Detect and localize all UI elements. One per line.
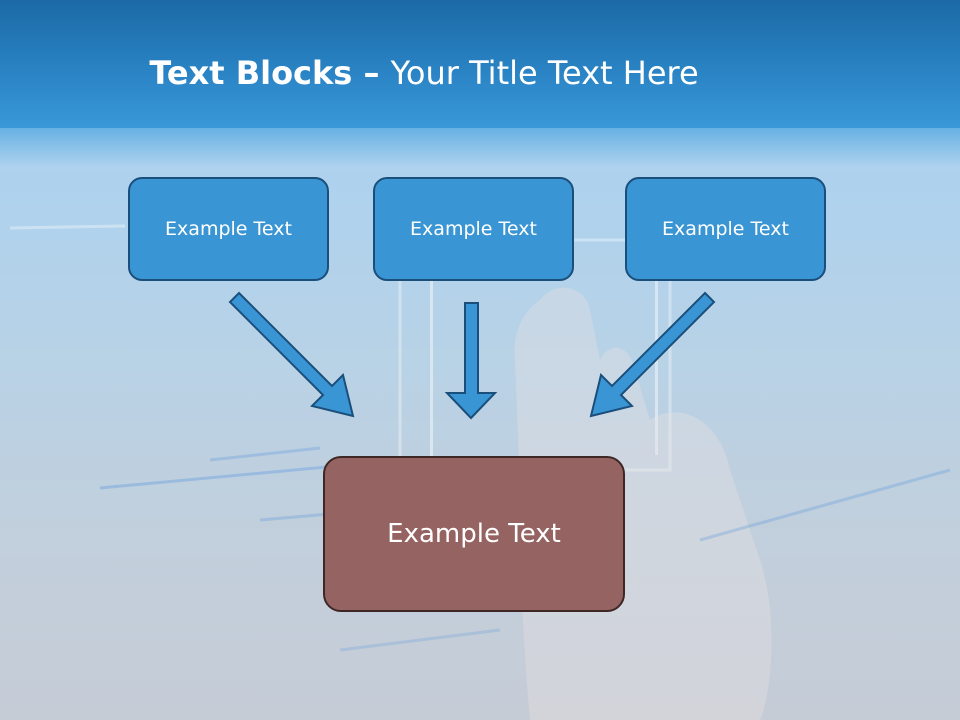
glow-line: [430, 255, 433, 470]
text-block-middle[interactable]: Example Text: [373, 177, 574, 281]
text-block-right-label: Example Text: [662, 218, 789, 240]
text-block-left[interactable]: Example Text: [128, 177, 329, 281]
title-bar: [0, 0, 960, 128]
data-streak: [699, 468, 951, 542]
arrow-right-to-center: [589, 291, 716, 418]
text-block-left-label: Example Text: [165, 218, 292, 240]
text-block-middle-label: Example Text: [410, 218, 537, 240]
data-streak: [9, 224, 126, 230]
text-block-right[interactable]: Example Text: [625, 177, 826, 281]
target-block-label: Example Text: [387, 519, 561, 549]
title-bold: Text Blocks: [149, 54, 353, 92]
arrow-middle-to-center: [444, 302, 498, 420]
data-streak: [339, 628, 501, 652]
target-block[interactable]: Example Text: [323, 456, 625, 612]
data-streak: [209, 446, 321, 462]
arrow-left-to-center: [228, 291, 355, 418]
data-streak: [259, 512, 331, 522]
slide-title: Text Blocks – Your Title Text Here: [0, 54, 904, 92]
title-bar-fade: [0, 128, 960, 168]
title-separator: –: [352, 54, 391, 92]
title-rest: Your Title Text Here: [390, 54, 699, 92]
